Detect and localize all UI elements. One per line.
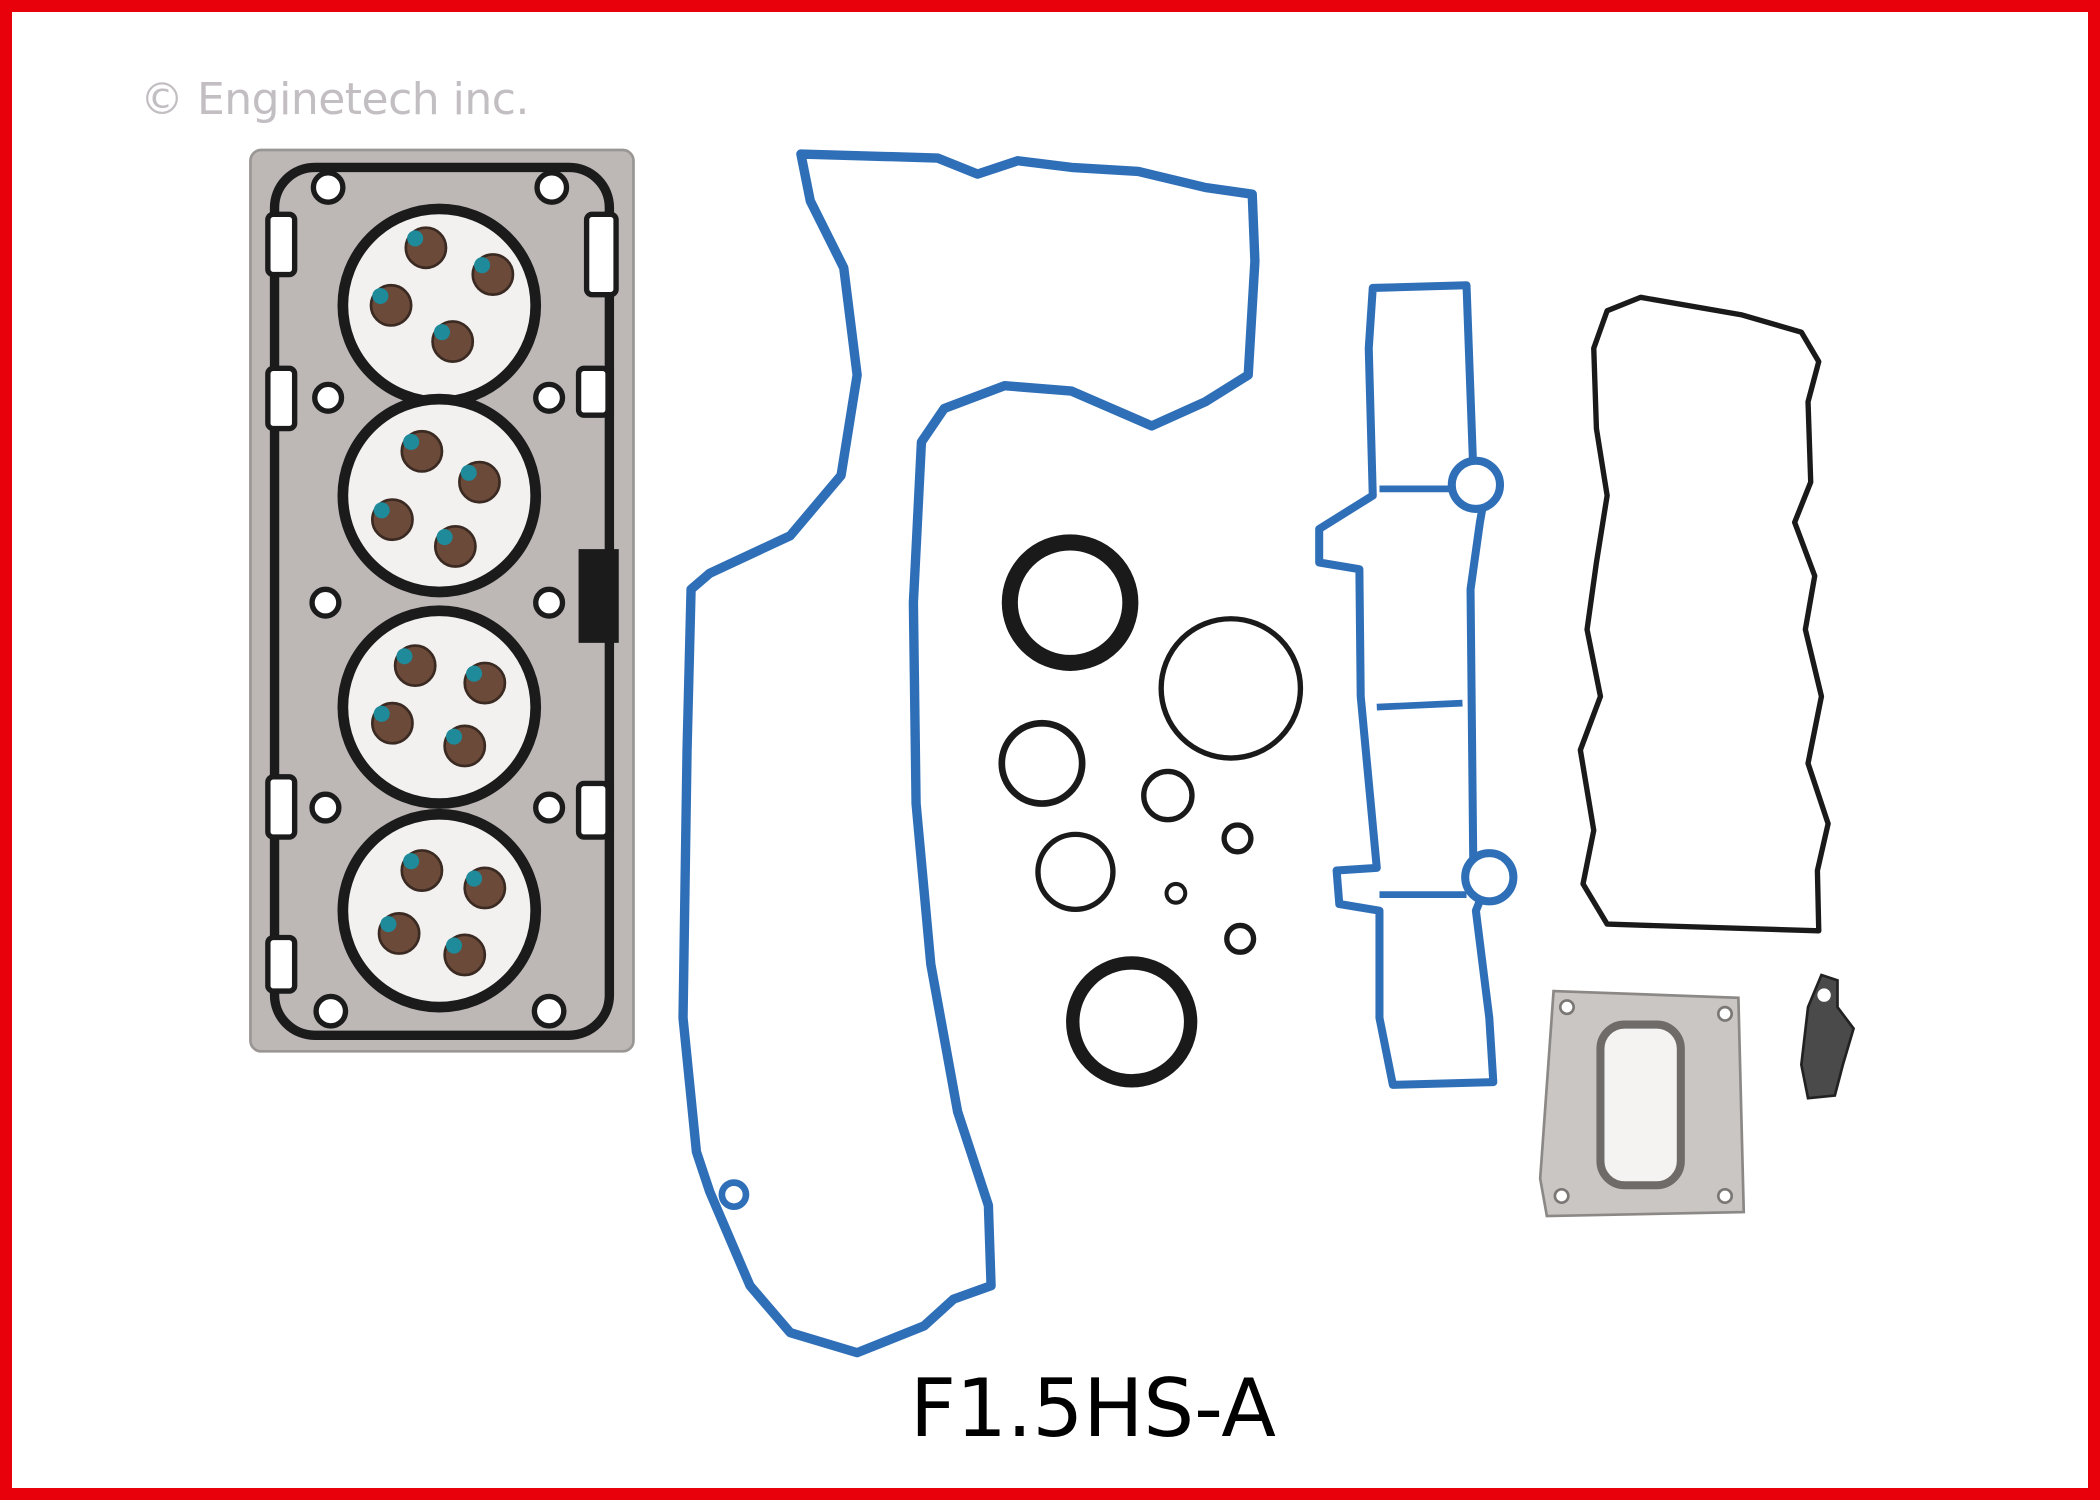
part-number-label: F1.5HS-A: [910, 1362, 1277, 1455]
intake-manifold-gasket: [1315, 281, 1498, 1089]
o-rings-and-seals: [998, 534, 1304, 1088]
copyright-watermark: © Enginetech inc.: [140, 74, 529, 125]
exhaust-gasket: [1538, 989, 1746, 1218]
front-cover-gasket: [678, 149, 1260, 1358]
turbo-oil-gasket: [1799, 973, 1856, 1100]
cylinder-head-gasket: [249, 148, 635, 1053]
valve-cover-gasket: [1577, 294, 1831, 934]
